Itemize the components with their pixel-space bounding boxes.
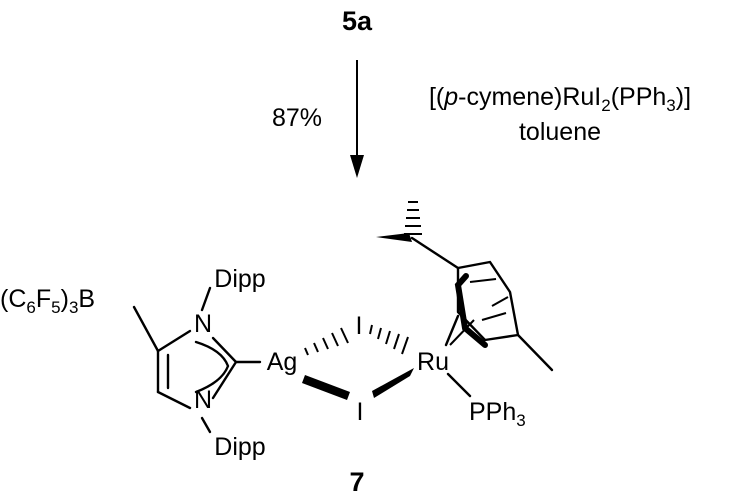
silver-label: Ag	[267, 348, 298, 376]
boron-carbon-bond	[132, 305, 160, 353]
iodine-ruthenium-hashed-bond	[369, 324, 409, 355]
dipp-top-label: Dipp	[214, 265, 265, 293]
n-dipp-bond-bottom	[200, 416, 212, 434]
solvent-label: toluene	[519, 118, 601, 146]
ruthenium-phosphorus-bond	[446, 372, 472, 398]
silver-iodine-hashed-bond	[304, 327, 349, 356]
iodine-ruthenium-wedge-bond	[372, 368, 414, 398]
product-label: 7	[349, 467, 364, 497]
iodine-top-label: I	[356, 312, 363, 340]
ruthenium-arene-bond-1	[444, 314, 460, 347]
reagent-label: [(p-cymene)RuI2(PPh3)]	[429, 83, 691, 115]
yield-label: 87%	[272, 104, 322, 132]
isopropyl-group	[376, 201, 460, 270]
reaction-arrow	[350, 60, 364, 178]
p-cymene-arene-ring	[454, 260, 520, 348]
silver-iodine-wedge-bond	[302, 375, 350, 400]
dipp-bottom-label: Dipp	[214, 433, 265, 461]
nitrogen-top-label: N	[194, 310, 212, 338]
borate-label: (C6F5)3B	[0, 285, 95, 317]
imidazole-ring	[156, 329, 238, 410]
product-structure: Dipp N N Dipp (C6F5)3B Ag I I Ru PPh3	[0, 201, 554, 461]
n-dipp-bond-top	[200, 286, 212, 312]
arene-methyl-bond	[516, 333, 554, 372]
triphenylphosphine-label: PPh3	[469, 398, 526, 430]
iodine-bottom-label: I	[357, 398, 364, 426]
starting-material-label: 5a	[342, 6, 373, 36]
ruthenium-label: Ru	[417, 348, 449, 376]
nitrogen-bottom-label: N	[194, 386, 212, 414]
